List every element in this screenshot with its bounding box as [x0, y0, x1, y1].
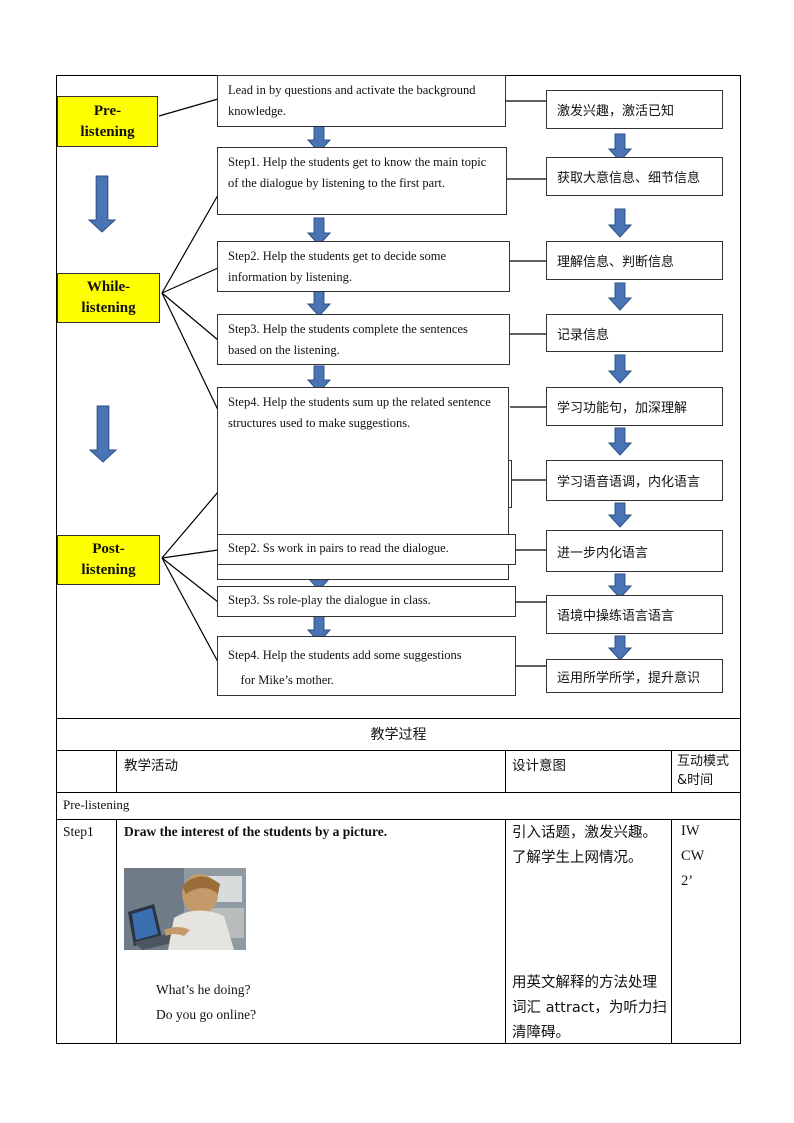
mode-iw: IW — [681, 823, 700, 839]
col-rule-1b — [116, 819, 117, 1044]
table-title-rule — [56, 750, 741, 751]
mode-time: 2’ — [681, 873, 694, 889]
step-down-arrow-icon — [306, 125, 332, 153]
stage-down-arrow-icon — [88, 405, 118, 463]
intent-9: 运用所学所学，提升意识 — [546, 659, 723, 693]
table-title: 教学过程 — [370, 727, 427, 743]
intent-8: 语境中操练语言语言 — [546, 595, 723, 634]
intent-top: 引入话题，激发兴趣。了解学生上网情况。 — [512, 825, 657, 866]
col-rule-2a — [505, 750, 506, 792]
question-1: What’s he doing? — [156, 982, 251, 997]
step-post-4: Step4. Help the students add some sugges… — [217, 636, 516, 696]
step-lead-in: Lead in by questions and activate the ba… — [217, 75, 506, 127]
intent-down-arrow-icon — [607, 635, 633, 661]
section-label: Pre-listening — [63, 797, 130, 812]
header-intent: 设计意图 — [512, 758, 566, 774]
col-rule-3a — [671, 750, 672, 792]
intent-4: 记录信息 — [546, 314, 723, 352]
intent-bottom: 用英文解释的方法处理词汇 attract，为听力扫清障碍。 — [512, 975, 667, 1041]
intent-down-arrow-icon — [607, 354, 633, 384]
intent-1: 激发兴趣，激活已知 — [546, 90, 723, 129]
step-while-3: Step3. Help the students complete the se… — [217, 314, 510, 365]
table-top-rule — [56, 718, 741, 719]
intent-down-arrow-icon — [607, 282, 633, 311]
col-rule-2b — [505, 819, 506, 1044]
col-rule-3b — [671, 819, 672, 1044]
intent-down-arrow-icon — [607, 573, 633, 599]
step-while-2: Step2. Help the students get to decide s… — [217, 241, 510, 292]
activity-title: Draw the interest of the students by a p… — [124, 824, 388, 839]
section-rule — [56, 819, 741, 820]
intent-7: 进一步内化语言 — [546, 530, 723, 572]
mode-cw: CW — [681, 848, 705, 864]
stage-down-arrow-icon — [87, 175, 117, 233]
header-mode: 互动模式 &时间 — [677, 754, 730, 788]
step-post-3: Step3. Ss role-play the dialogue in clas… — [217, 586, 516, 617]
step-down-arrow-icon — [306, 217, 332, 246]
step-while-1: Step1. Help the students get to know the… — [217, 147, 507, 215]
stage-while-listening: While- listening — [57, 273, 160, 323]
header-rule — [56, 792, 741, 793]
step-down-arrow-icon — [306, 288, 332, 317]
intent-down-arrow-icon — [607, 133, 633, 162]
intent-down-arrow-icon — [607, 502, 633, 528]
flowchart-connectors — [87, 98, 633, 667]
stage-post-listening: Post- listening — [57, 535, 160, 585]
student-laptop-photo — [124, 868, 246, 950]
step-down-arrow-icon — [306, 365, 332, 393]
col-rule-1a — [116, 750, 117, 792]
intent-5: 学习功能句，加深理解 — [546, 387, 723, 426]
intent-3: 理解信息、判断信息 — [546, 241, 723, 280]
header-activity: 教学活动 — [124, 758, 178, 774]
intent-down-arrow-icon — [607, 427, 633, 456]
intent-down-arrow-icon — [607, 208, 633, 238]
question-2: Do you go online? — [156, 1007, 257, 1022]
hidden-box-edge — [508, 460, 512, 508]
stage-pre-listening: Pre- listening — [57, 96, 158, 147]
row-step-label: Step1 — [63, 824, 94, 839]
step-post-2: Step2. Ss work in pairs to read the dial… — [217, 534, 516, 565]
intent-2: 获取大意信息、细节信息 — [546, 157, 723, 196]
intent-6: 学习语音语调，内化语言 — [546, 460, 723, 501]
